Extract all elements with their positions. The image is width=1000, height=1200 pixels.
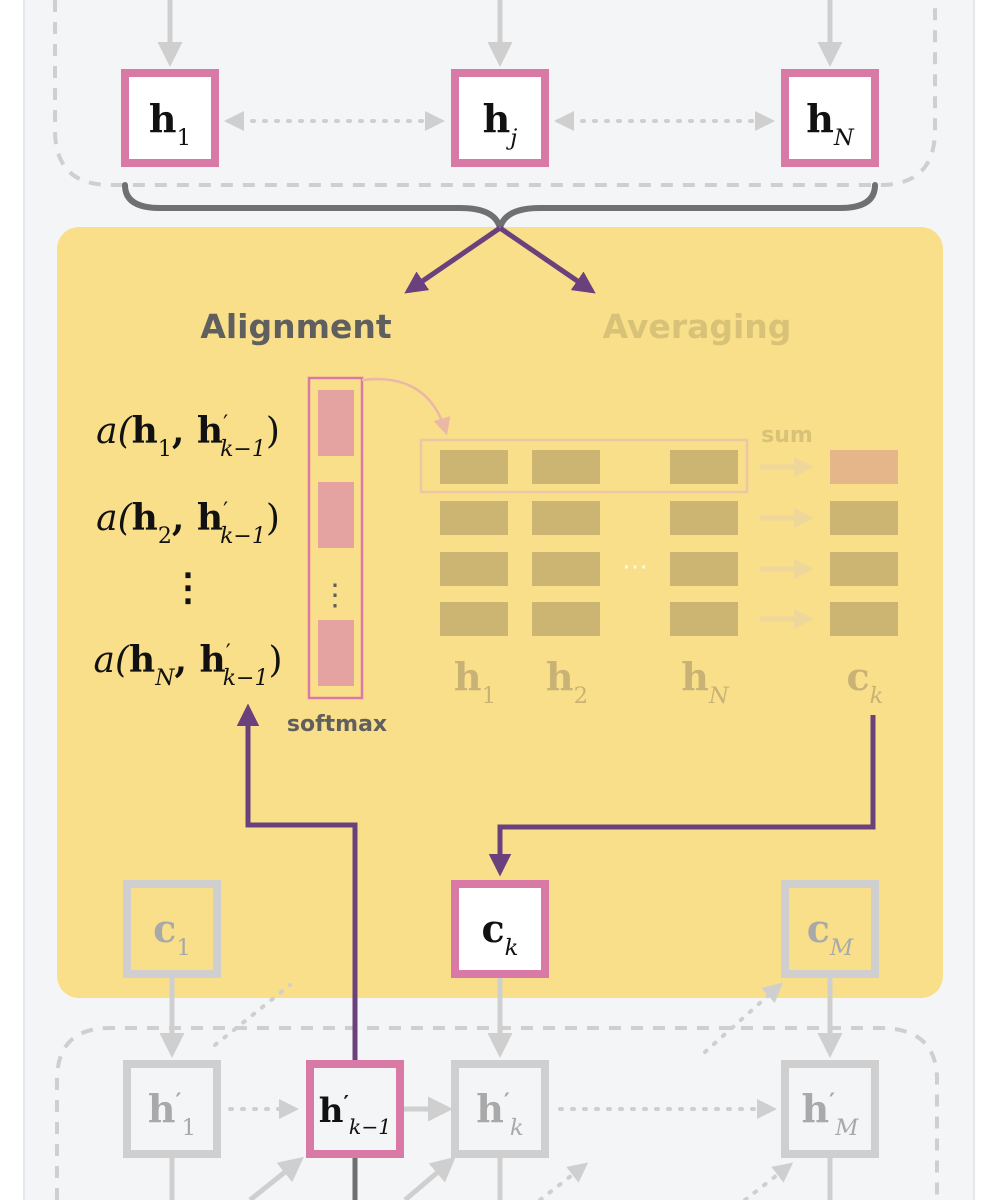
matrix-hdots: ⋯ xyxy=(622,552,648,582)
averaging-title: Averaging xyxy=(603,307,792,346)
matrix-cell xyxy=(532,552,600,586)
decoder-nodes: h′1 h′k−1 h′k h′M xyxy=(123,1060,879,1158)
decoder-diagonal-3 xyxy=(538,1162,589,1200)
encoder-node xyxy=(781,69,879,167)
brace-to-alignment-arrow xyxy=(404,225,502,294)
softmax-label: softmax xyxy=(287,712,387,737)
decoder-node xyxy=(451,1060,549,1158)
softmax-cell-1 xyxy=(318,390,354,456)
weights-transfer-arrow xyxy=(361,377,451,436)
alignment-title: Alignment xyxy=(200,307,392,346)
decoder-node xyxy=(781,1060,879,1158)
matrix-column-labels: h1 h2 hN ck xyxy=(454,654,884,709)
decoder-input-arrow-3 xyxy=(403,1156,456,1200)
encoder-node xyxy=(121,69,219,167)
matrix-cell xyxy=(532,450,600,484)
sum-label: sum xyxy=(761,423,813,448)
context-node xyxy=(123,880,221,978)
encoder-node-label: h1 xyxy=(149,96,191,151)
brace-to-averaging-arrow xyxy=(498,225,596,294)
decoder-node xyxy=(123,1060,221,1158)
matrix-cell xyxy=(440,552,508,586)
context-vector-cell xyxy=(830,602,898,636)
encoder-node xyxy=(451,69,549,167)
encoder-node-label: hN xyxy=(806,96,855,151)
decoder-diagonal-1 xyxy=(213,983,292,1047)
context-path xyxy=(488,715,876,877)
alignment-scores: a(h1, h′k−1) a(h2, h′k−1) a(hN, h′k−1) xyxy=(93,410,282,691)
softmax-cell-2 xyxy=(318,482,354,548)
decoder-node-label: h′k xyxy=(476,1086,523,1141)
decoder-dashed-region xyxy=(55,1026,939,1200)
context-node-label: c1 xyxy=(153,906,191,961)
matrix-cell xyxy=(670,552,738,586)
decoder-diagonal-2 xyxy=(703,982,783,1054)
score-vdots: ⋮ xyxy=(169,564,207,609)
context-node xyxy=(781,880,879,978)
decoder-node xyxy=(306,1060,404,1158)
decoder-input-arrow-2 xyxy=(248,1156,304,1200)
context-node-label: cM xyxy=(807,906,854,961)
alignment-score-label: a(h1, h′k−1) xyxy=(96,410,280,462)
matrix-cell xyxy=(670,602,738,636)
averaging-matrix xyxy=(440,450,898,636)
context-vector-cell xyxy=(830,552,898,586)
matrix-cell xyxy=(440,501,508,535)
matrix-cell xyxy=(670,450,738,484)
matrix-column-label: h1 xyxy=(454,654,496,709)
encoder-dashed-region xyxy=(53,0,937,187)
context-nodes: c1 ck cM xyxy=(123,880,879,978)
query-path xyxy=(236,703,358,1060)
matrix-column-label: h2 xyxy=(546,654,588,709)
matrix-cell xyxy=(670,501,738,535)
matrix-cell xyxy=(532,501,600,535)
alignment-score-label: a(h2, h′k−1) xyxy=(96,497,280,549)
softmax-vector-outline xyxy=(307,376,364,700)
softmax-cell-n xyxy=(318,620,354,686)
context-vector-cell xyxy=(830,450,898,484)
matrix-cell xyxy=(440,450,508,484)
decoder-node-label: h′k−1 xyxy=(319,1091,392,1139)
decoder-node-label: h′1 xyxy=(148,1086,196,1141)
context-node-label: ck xyxy=(482,906,519,961)
matrix-column-label: hN xyxy=(681,654,730,709)
weights-row-outline xyxy=(419,438,749,494)
alignment-score-label: a(hN, h′k−1) xyxy=(93,639,282,691)
context-vector-cell xyxy=(830,501,898,535)
decoder-diagonal-4 xyxy=(743,1162,794,1200)
context-node xyxy=(451,880,549,978)
matrix-cell xyxy=(532,602,600,636)
softmax-vdots: ⋮ xyxy=(320,578,350,613)
matrix-column-label: ck xyxy=(847,654,884,709)
decoder-node-label: h′M xyxy=(802,1086,860,1141)
matrix-cell xyxy=(440,602,508,636)
